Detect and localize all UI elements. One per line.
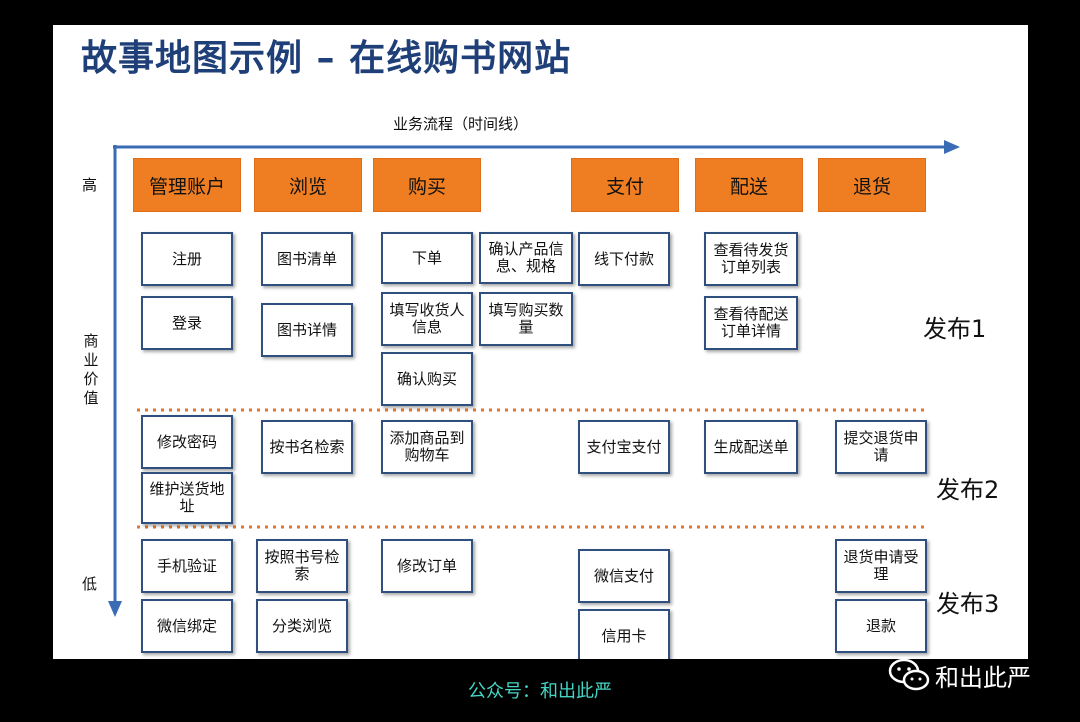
- story-book-detail: 图书详情: [261, 303, 353, 357]
- story-register: 注册: [141, 232, 233, 286]
- story-accept-return: 退货申请受理: [835, 539, 927, 593]
- story-search-by-isbn: 按照书号检索: [256, 539, 348, 593]
- story-fill-receiver: 填写收货人信息: [381, 292, 473, 346]
- activity-return: 退货: [818, 158, 926, 212]
- story-category-browse: 分类浏览: [256, 599, 348, 653]
- story-alipay: 支付宝支付: [578, 420, 670, 474]
- axis-value-label: 商业价值: [83, 332, 99, 407]
- wechat-name: 和出此严: [935, 663, 1031, 692]
- story-pending-list: 查看待发货订单列表: [704, 232, 798, 286]
- story-maintain-address: 维护送货地址: [141, 472, 233, 524]
- wechat-watermark: 和出此严: [887, 655, 1031, 695]
- story-fill-quantity: 填写购买数量: [479, 292, 573, 346]
- story-search-by-title: 按书名检索: [261, 420, 353, 474]
- footer-account: 公众号：和出此严: [468, 681, 612, 702]
- slide: 故事地图示例 – 在线购书网站 业务流程（时间线） 高 商业价值 低 管理账户 …: [53, 25, 1028, 659]
- flow-axis-label: 业务流程（时间线）: [393, 115, 529, 133]
- axes: [108, 140, 960, 617]
- activity-manage-account: 管理账户: [133, 158, 241, 212]
- story-credit-card: 信用卡: [578, 609, 670, 659]
- story-modify-order: 修改订单: [381, 539, 473, 593]
- vertical-axis-arrow: [108, 601, 122, 617]
- axis-low-label: 低: [82, 575, 98, 593]
- release-1-label: 发布1: [923, 315, 987, 343]
- wechat-icon: [888, 658, 930, 691]
- story-refund: 退款: [835, 599, 927, 653]
- story-wechat-bind: 微信绑定: [141, 599, 233, 653]
- story-add-to-cart: 添加商品到购物车: [381, 420, 473, 474]
- page-title: 故事地图示例 – 在线购书网站: [81, 38, 572, 79]
- story-submit-return: 提交退货申请: [835, 420, 927, 474]
- axis-high-label: 高: [82, 176, 98, 194]
- story-confirm-product: 确认产品信息、规格: [479, 232, 573, 284]
- story-offline-pay: 线下付款: [578, 232, 670, 286]
- story-wechat-pay: 微信支付: [578, 549, 670, 603]
- story-change-password: 修改密码: [141, 415, 233, 469]
- release-2-label: 发布2: [936, 476, 1000, 504]
- story-confirm-purchase: 确认购买: [381, 352, 473, 406]
- story-phone-verify: 手机验证: [141, 539, 233, 593]
- activity-purchase: 购买: [373, 158, 481, 212]
- story-login: 登录: [141, 296, 233, 350]
- activity-delivery: 配送: [695, 158, 803, 212]
- activity-browse: 浏览: [254, 158, 362, 212]
- horizontal-axis-arrow: [944, 140, 960, 154]
- release-3-label: 发布3: [936, 590, 1000, 618]
- story-pending-detail: 查看待配送订单详情: [704, 296, 798, 350]
- story-place-order: 下单: [381, 232, 473, 284]
- story-create-delivery: 生成配送单: [704, 420, 798, 474]
- story-book-list: 图书清单: [261, 232, 353, 286]
- activity-payment: 支付: [571, 158, 679, 212]
